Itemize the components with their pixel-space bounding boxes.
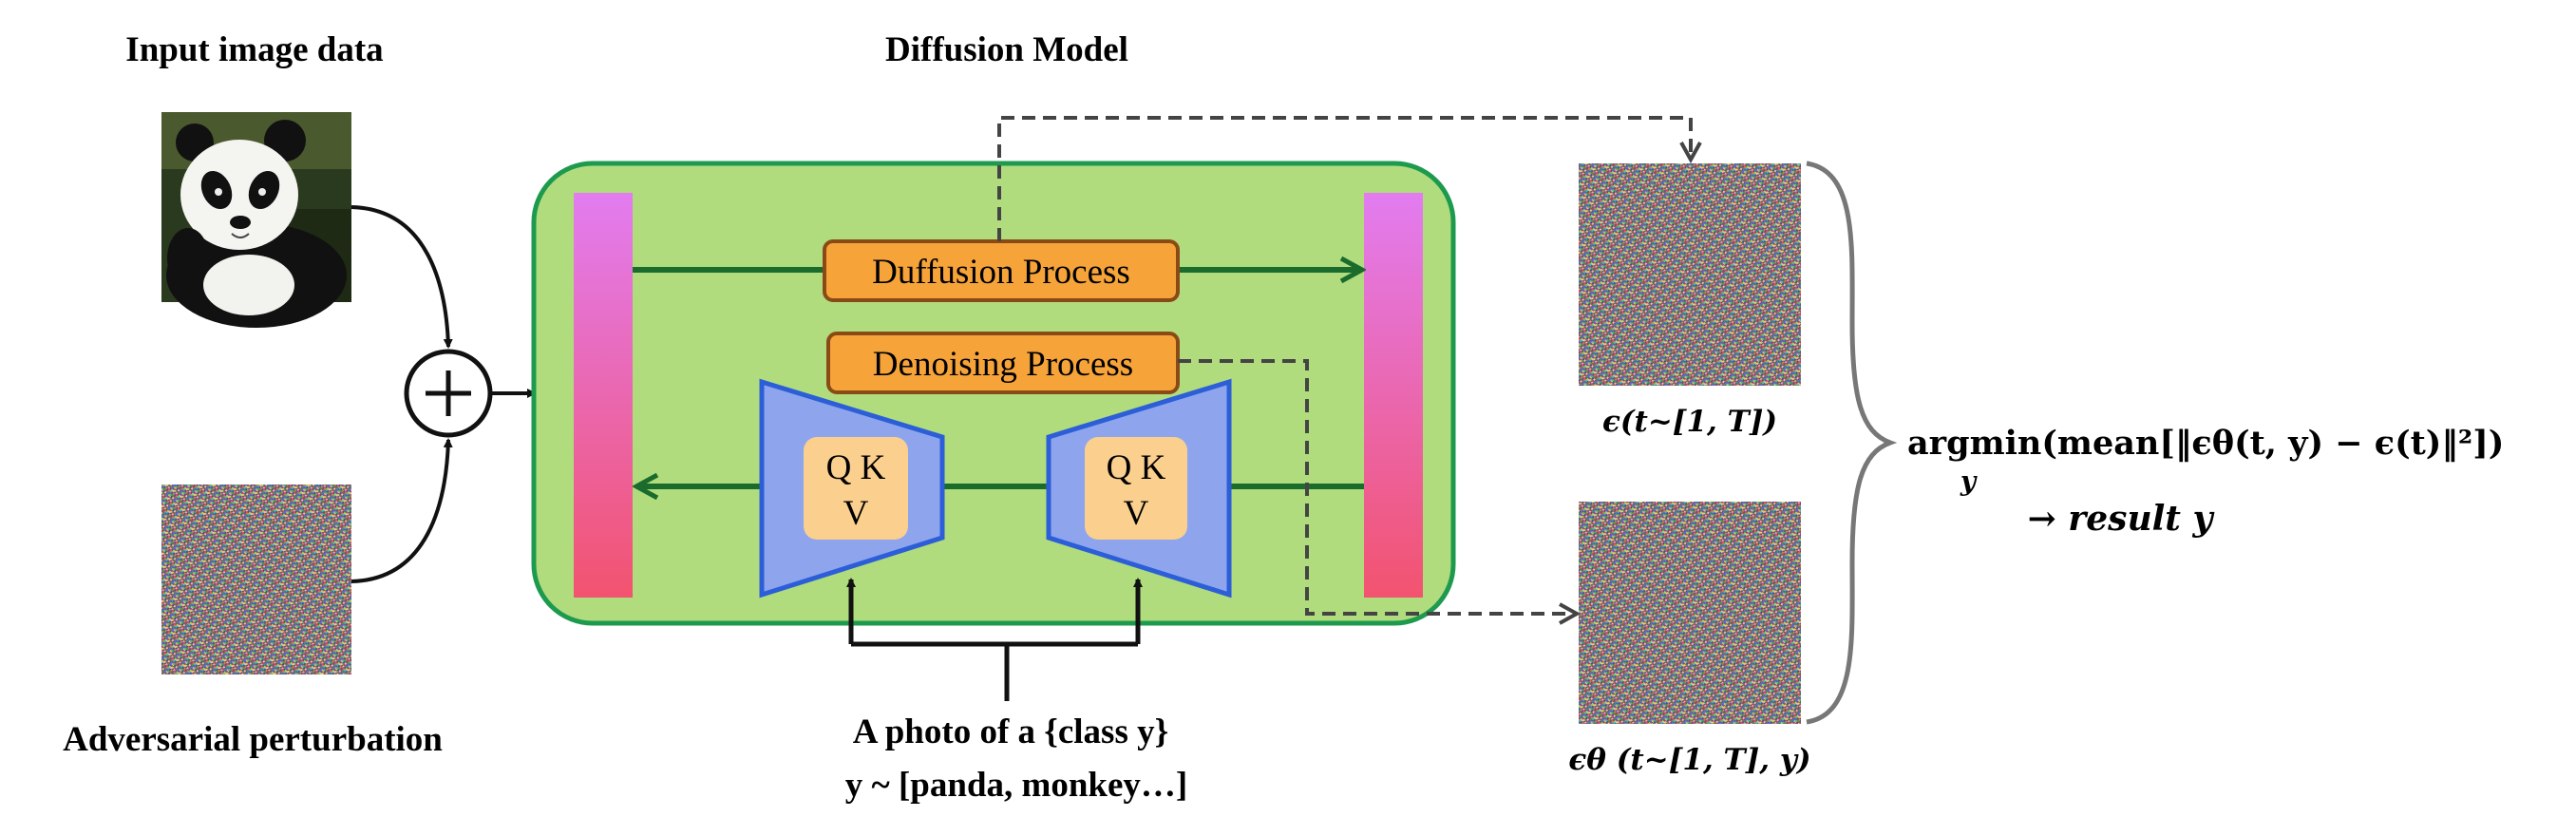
dashed-arrow-top [997, 116, 1691, 241]
noise-label-top: ϵ(t~[1, T]) [1602, 405, 1777, 439]
noise-to-sum-arrow [350, 438, 453, 583]
qkv-left-line2: V [843, 494, 869, 533]
perturbation-noise-image [161, 484, 351, 674]
denoising-process-box: Denoising Process [826, 332, 1180, 394]
formula-line2: → result y [2028, 499, 2215, 539]
input-title: Input image data [125, 30, 383, 69]
qkv-left-line1: Q K [826, 448, 886, 487]
right-brace [1806, 161, 1898, 725]
qkv-right-line1: Q K [1107, 448, 1166, 487]
dashed-arrow-bottom [1178, 359, 1577, 614]
prompt-connector [846, 578, 1143, 701]
prompt-line1: A photo of a {class y} [853, 712, 1168, 751]
unet-encoder-block: Q K V [1046, 378, 1232, 598]
formula-line1: argmin(mean[‖ϵθ(t, y) − ϵ(t)‖²]) [1907, 424, 2504, 463]
noise-image-bottom [1579, 502, 1801, 724]
noise-image-top [1579, 163, 1801, 386]
model-title: Diffusion Model [885, 30, 1128, 69]
panda-image [161, 112, 351, 328]
noise-label-bottom: ϵθ (t~[1, T], y) [1568, 743, 1810, 777]
formula-subscript: y [1960, 466, 1978, 497]
prompt-line2: y ~ [panda, monkey…] [845, 766, 1188, 805]
diffusion-process-label: Duffusion Process [872, 253, 1130, 292]
output-bar [1364, 193, 1423, 598]
unet-decoder-block: Q K V [759, 378, 945, 598]
plus-circle-icon [404, 349, 493, 438]
diffusion-process-box: Duffusion Process [823, 239, 1180, 302]
denoising-process-label: Denoising Process [873, 345, 1133, 384]
qkv-right-line2: V [1124, 494, 1149, 533]
perturbation-title: Adversarial perturbation [63, 720, 443, 759]
input-bar [574, 193, 633, 598]
panda-to-sum-arrow [350, 205, 453, 349]
